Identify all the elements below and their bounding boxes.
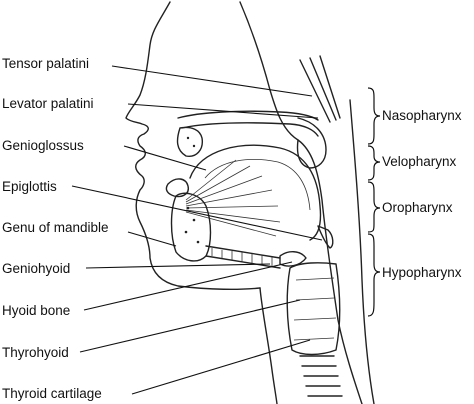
leader-lines	[71, 65, 323, 395]
brace-nasopharynx	[367, 87, 381, 145]
label-levator-palatini: Levator palatini	[2, 96, 94, 111]
label-oropharynx: Oropharynx	[382, 200, 453, 215]
label-nasopharynx: Nasopharynx	[382, 108, 462, 123]
leader-hyoid-bone	[83, 261, 293, 311]
leader-geniohyoid	[85, 263, 271, 269]
label-hypopharynx: Hypopharynx	[382, 265, 462, 280]
left-labels: Tensor palatini Levator palatini Geniogl…	[2, 56, 109, 401]
head-neck-illustration	[125, 1, 375, 404]
label-tensor-palatini: Tensor palatini	[2, 56, 89, 71]
label-velopharynx: Velopharynx	[382, 154, 457, 169]
brace-hypopharynx	[367, 233, 381, 317]
region-braces	[367, 87, 381, 317]
label-epiglottis: Epiglottis	[2, 179, 57, 194]
leader-genioglossus	[123, 145, 207, 171]
label-genioglossus: Genioglossus	[2, 138, 84, 153]
label-thyroid-cartilage: Thyroid cartilage	[2, 386, 102, 401]
leader-genu-of-mandible	[127, 231, 177, 247]
brace-velopharynx	[367, 145, 381, 181]
right-labels: Nasopharynx Velopharynx Oropharynx Hypop…	[382, 108, 462, 280]
leader-epiglottis	[71, 185, 323, 241]
label-geniohyoid: Geniohyoid	[2, 261, 70, 276]
leader-levator-palatini	[127, 103, 319, 119]
leader-tensor-palatini	[111, 65, 313, 97]
brace-oropharynx	[367, 181, 381, 233]
label-genu-of-mandible: Genu of mandible	[2, 220, 109, 235]
leader-thyroid-cartilage	[131, 339, 311, 395]
label-thyrohyoid: Thyrohyoid	[2, 345, 69, 360]
label-hyoid-bone: Hyoid bone	[2, 303, 70, 318]
leader-thyrohyoid	[79, 299, 301, 353]
